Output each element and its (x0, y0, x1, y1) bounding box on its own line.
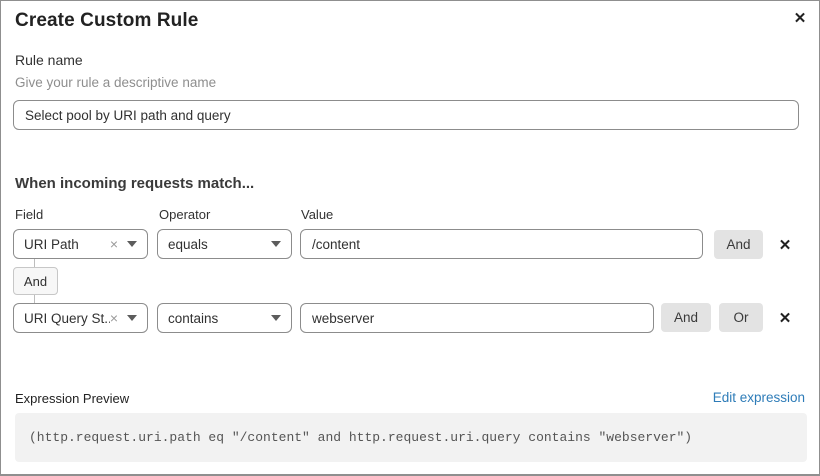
field-column-label: Field (15, 207, 44, 222)
remove-row-icon[interactable]: ✕ (775, 308, 795, 328)
modal-title: Create Custom Rule (15, 10, 199, 31)
expression-code-block: (http.request.uri.path eq "/content" and… (15, 413, 807, 462)
and-connector-badge: And (13, 267, 58, 295)
expression-preview-label: Expression Preview (15, 391, 130, 406)
expression-code-text: (http.request.uri.path eq "/content" and… (29, 430, 693, 445)
connector-line-bottom (34, 295, 35, 303)
close-icon[interactable]: ✕ (789, 7, 811, 29)
remove-row-icon[interactable]: ✕ (775, 235, 795, 255)
rule-name-label: Rule name (15, 52, 83, 68)
field-select-row2[interactable]: URI Query St... × (13, 303, 148, 333)
operator-select-row1[interactable]: equals (157, 229, 292, 259)
rule-name-input[interactable] (13, 100, 799, 130)
value-input-row1[interactable] (300, 229, 703, 259)
value-input-row2[interactable] (300, 303, 654, 333)
and-button-row2[interactable]: And (661, 303, 711, 332)
operator-select-row1-value: equals (168, 236, 208, 252)
field-select-row2-value: URI Query St... (24, 310, 110, 326)
connector-line-top (34, 259, 35, 267)
clear-field-icon[interactable]: × (109, 236, 118, 252)
operator-column-label: Operator (159, 207, 211, 222)
clear-field-icon[interactable]: × (109, 310, 118, 326)
chevron-down-icon (271, 315, 281, 321)
operator-select-row2[interactable]: contains (157, 303, 292, 333)
chevron-down-icon (271, 241, 281, 247)
field-select-row1-value: URI Path (24, 236, 79, 252)
operator-select-row2-value: contains (168, 310, 219, 326)
or-button-row2[interactable]: Or (719, 303, 763, 332)
edit-expression-link[interactable]: Edit expression (712, 390, 805, 405)
and-button-row1[interactable]: And (714, 230, 763, 259)
chevron-down-icon (127, 241, 137, 247)
value-column-label: Value (301, 207, 334, 222)
rule-name-helper-text: Give your rule a descriptive name (15, 75, 217, 90)
chevron-down-icon (127, 315, 137, 321)
field-select-row1[interactable]: URI Path × (13, 229, 148, 259)
match-section-heading: When incoming requests match... (15, 175, 255, 192)
